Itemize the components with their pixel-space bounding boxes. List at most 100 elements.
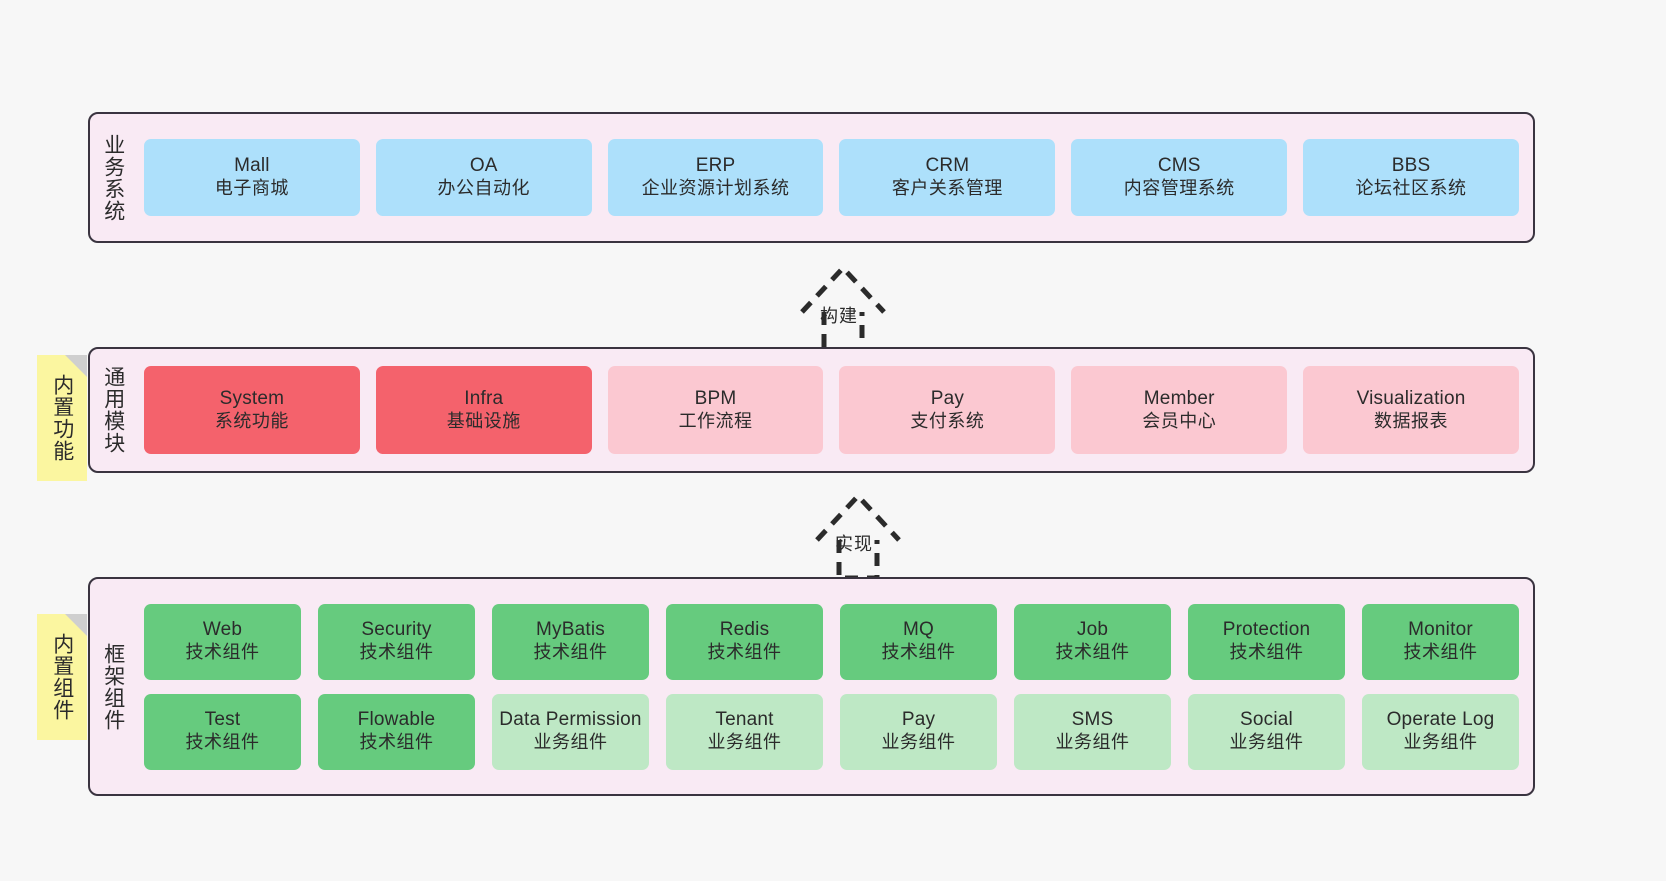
layer-common-modules-title: 通用模块 — [101, 366, 125, 454]
node-protection-cn: 技术组件 — [1229, 642, 1304, 663]
node-oa-en: OA — [469, 155, 498, 177]
node-visualization[interactable]: Visualization 数据报表 — [1303, 366, 1519, 454]
node-member-cn: 会员中心 — [1142, 410, 1217, 431]
node-mall-en: Mall — [234, 155, 270, 177]
node-bbs-en: BBS — [1391, 155, 1431, 177]
node-job-en: Job — [1076, 619, 1109, 641]
connector-build: 构建 — [800, 262, 960, 353]
node-system-cn: 系统功能 — [214, 410, 289, 431]
layer-business-systems-title: 业务系统 — [101, 133, 125, 222]
framework-row-technical: Web 技术组件 Security 技术组件 MyBatis 技术组件 Redi… — [144, 603, 1519, 680]
node-monitor-en: Monitor — [1408, 619, 1473, 641]
node-bpm[interactable]: BPM 工作流程 — [607, 366, 824, 454]
note-builtin-components-label: 内置组件 — [50, 633, 74, 721]
note-builtin-features: 内置功能 — [37, 355, 87, 481]
node-mybatis-cn: 技术组件 — [533, 642, 608, 663]
node-web[interactable]: Web 技术组件 — [144, 603, 301, 680]
node-bpm-cn: 工作流程 — [678, 410, 753, 431]
node-oa-cn: 办公自动化 — [437, 178, 530, 199]
node-protection[interactable]: Protection 技术组件 — [1188, 603, 1345, 680]
node-tenant-en: Tenant — [715, 709, 774, 731]
node-web-en: Web — [202, 619, 243, 641]
node-test[interactable]: Test 技术组件 — [144, 693, 301, 770]
node-crm[interactable]: CRM 客户关系管理 — [839, 139, 1056, 216]
node-crm-en: CRM — [925, 155, 970, 177]
node-tenant-cn: 业务组件 — [707, 732, 782, 753]
node-sms[interactable]: SMS 业务组件 — [1014, 693, 1171, 770]
node-social-en: Social — [1240, 709, 1293, 731]
node-visualization-en: Visualization — [1356, 387, 1466, 409]
node-protection-en: Protection — [1222, 619, 1311, 641]
connector-build-label: 构建 — [820, 306, 858, 326]
node-mybatis-en: MyBatis — [536, 619, 605, 641]
node-pay-module-cn: 支付系统 — [910, 410, 985, 431]
node-mybatis[interactable]: MyBatis 技术组件 — [492, 603, 649, 680]
node-infra-cn: 基础设施 — [446, 410, 521, 431]
node-mall-cn: 电子商城 — [214, 178, 289, 199]
node-bbs[interactable]: BBS 论坛社区系统 — [1303, 139, 1519, 216]
connector-implement: 实现 — [815, 490, 975, 581]
node-flowable-en: Flowable — [357, 709, 436, 731]
node-bbs-cn: 论坛社区系统 — [1355, 178, 1467, 199]
layer-business-systems-body: Mall 电子商城 OA 办公自动化 ERP 企业资源计划系统 CRM 客户关系… — [136, 114, 1533, 241]
note-builtin-components: 内置组件 — [37, 614, 87, 740]
node-test-en: Test — [204, 709, 241, 731]
layer-common-modules-body: System 系统功能 Infra 基础设施 BPM 工作流程 Pay 支付系统… — [136, 349, 1533, 471]
node-member-en: Member — [1143, 387, 1215, 409]
node-social-cn: 业务组件 — [1229, 732, 1304, 753]
node-operate-log-en: Operate Log — [1386, 709, 1495, 731]
node-member[interactable]: Member 会员中心 — [1071, 366, 1288, 454]
node-infra-en: Infra — [464, 387, 504, 409]
node-pay-module[interactable]: Pay 支付系统 — [839, 366, 1056, 454]
node-cms-cn: 内容管理系统 — [1123, 178, 1235, 199]
node-security-cn: 技术组件 — [359, 642, 434, 663]
node-sms-en: SMS — [1071, 709, 1114, 731]
node-cms[interactable]: CMS 内容管理系统 — [1071, 139, 1288, 216]
layer-business-systems: 业务系统 Mall 电子商城 OA 办公自动化 ERP 企业资源计划系统 CRM… — [88, 112, 1535, 243]
note-fold-icon — [65, 614, 87, 636]
node-monitor[interactable]: Monitor 技术组件 — [1362, 603, 1519, 680]
node-oa[interactable]: OA 办公自动化 — [375, 139, 592, 216]
node-system[interactable]: System 系统功能 — [144, 366, 360, 454]
node-test-cn: 技术组件 — [185, 732, 260, 753]
node-mq[interactable]: MQ 技术组件 — [840, 603, 997, 680]
node-visualization-cn: 数据报表 — [1374, 410, 1449, 431]
node-social[interactable]: Social 业务组件 — [1188, 693, 1345, 770]
framework-row-business: Test 技术组件 Flowable 技术组件 Data Permission … — [144, 693, 1519, 770]
layer-common-modules: 通用模块 System 系统功能 Infra 基础设施 BPM 工作流程 Pay… — [88, 347, 1535, 473]
node-data-permission-en: Data Permission — [499, 709, 642, 731]
connector-implement-label: 实现 — [835, 534, 873, 554]
node-erp[interactable]: ERP 企业资源计划系统 — [607, 139, 824, 216]
node-web-cn: 技术组件 — [185, 642, 260, 663]
node-cms-en: CMS — [1157, 155, 1201, 177]
node-mq-cn: 技术组件 — [881, 642, 956, 663]
node-security[interactable]: Security 技术组件 — [318, 603, 475, 680]
node-system-en: System — [219, 387, 285, 409]
node-erp-cn: 企业资源计划系统 — [641, 178, 790, 199]
node-pay-component-en: Pay — [901, 709, 936, 731]
node-mall[interactable]: Mall 电子商城 — [144, 139, 360, 216]
node-job[interactable]: Job 技术组件 — [1014, 603, 1171, 680]
node-redis[interactable]: Redis 技术组件 — [666, 603, 823, 680]
node-data-permission[interactable]: Data Permission 业务组件 — [492, 693, 649, 770]
node-erp-en: ERP — [695, 155, 736, 177]
note-fold-icon — [65, 355, 87, 377]
node-flowable-cn: 技术组件 — [359, 732, 434, 753]
layer-framework-components-body: Web 技术组件 Security 技术组件 MyBatis 技术组件 Redi… — [136, 579, 1533, 794]
node-infra[interactable]: Infra 基础设施 — [375, 366, 592, 454]
node-pay-component-cn: 业务组件 — [881, 732, 956, 753]
node-security-en: Security — [361, 619, 432, 641]
node-bpm-en: BPM — [694, 387, 737, 409]
note-builtin-features-label: 内置功能 — [50, 374, 74, 462]
node-data-permission-cn: 业务组件 — [533, 732, 608, 753]
node-operate-log-cn: 业务组件 — [1403, 732, 1478, 753]
node-pay-component[interactable]: Pay 业务组件 — [840, 693, 997, 770]
node-job-cn: 技术组件 — [1055, 642, 1130, 663]
node-redis-cn: 技术组件 — [707, 642, 782, 663]
node-flowable[interactable]: Flowable 技术组件 — [318, 693, 475, 770]
node-sms-cn: 业务组件 — [1055, 732, 1130, 753]
node-mq-en: MQ — [902, 619, 934, 641]
node-operate-log[interactable]: Operate Log 业务组件 — [1362, 693, 1519, 770]
node-tenant[interactable]: Tenant 业务组件 — [666, 693, 823, 770]
